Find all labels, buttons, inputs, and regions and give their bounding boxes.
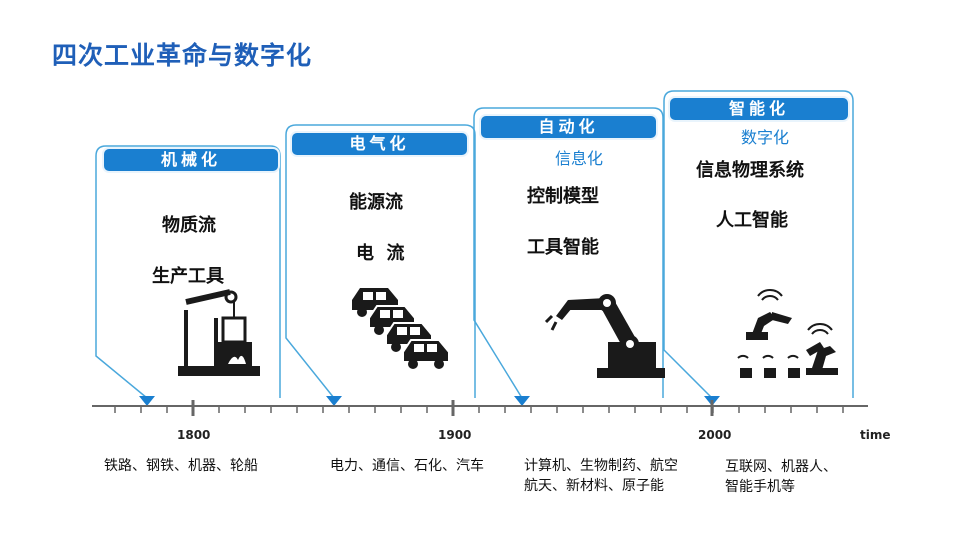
pointer-mechanization <box>139 396 155 406</box>
robot-arm-icon <box>544 294 665 378</box>
pointer-automation <box>514 396 530 406</box>
tech-line: 航天、新材料、原子能 <box>524 478 664 494</box>
cars-icon <box>352 288 450 369</box>
tech-line: 电力、通信、石化、汽车 <box>330 458 484 474</box>
era-label-automation: 自动化 <box>481 116 656 138</box>
tick-label-2000: 2000 <box>698 428 732 442</box>
pointer-electrification <box>326 396 342 406</box>
tech-line: 互联网、机器人、 <box>725 459 837 475</box>
era-frame-intelligence <box>663 90 854 399</box>
era-item-automation-2: 工具智能 <box>527 237 599 258</box>
era-subtitle-automation: 信息化 <box>555 149 604 168</box>
tech-list-intelligence: 互联网、机器人、 智能手机等 <box>725 457 837 497</box>
era-item-mechanization-1: 物质流 <box>162 215 216 236</box>
axis-label-time: time <box>860 428 891 442</box>
tech-line: 智能手机等 <box>725 479 795 495</box>
era-frame-automation <box>473 107 664 399</box>
era-item-intelligence-2: 人工智能 <box>716 210 788 231</box>
connected-robots-icon <box>737 289 838 378</box>
tech-list-mechanization: 铁路、钢铁、机器、轮船 <box>104 456 258 476</box>
timeline-axis <box>92 400 868 416</box>
era-label-electrification: 电气化 <box>292 133 467 155</box>
era-label-mechanization: 机械化 <box>104 149 278 171</box>
oil-pump-icon <box>178 289 260 376</box>
era-item-intelligence-1: 信息物理系统 <box>696 160 804 181</box>
tech-line: 计算机、生物制药、航空 <box>524 458 678 474</box>
era-item-mechanization-2: 生产工具 <box>152 266 224 287</box>
era-item-electrification-1: 能源流 <box>349 192 403 213</box>
era-subtitle-intelligence: 数字化 <box>741 128 790 147</box>
era-label-intelligence: 智能化 <box>670 98 848 120</box>
tick-label-1900: 1900 <box>438 428 472 442</box>
page-title: 四次工业革命与数字化 <box>52 41 313 70</box>
tick-label-1800: 1800 <box>177 428 211 442</box>
era-frame-mechanization <box>95 145 281 399</box>
era-item-electrification-2: 电 流 <box>356 243 405 264</box>
tech-list-automation: 计算机、生物制药、航空 航天、新材料、原子能 <box>524 456 678 496</box>
tech-line: 铁路、钢铁、机器、轮船 <box>104 458 258 474</box>
tech-list-electrification: 电力、通信、石化、汽车 <box>330 456 484 476</box>
era-item-automation-1: 控制模型 <box>527 186 599 207</box>
